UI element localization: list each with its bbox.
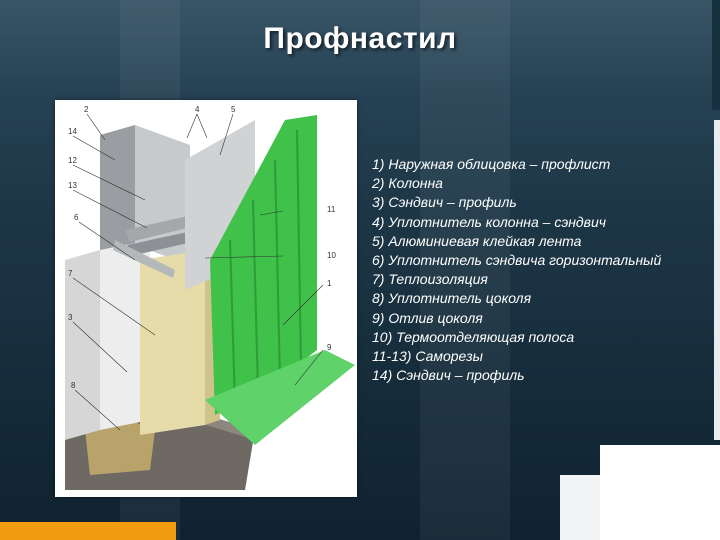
callout-label: 13 — [68, 181, 77, 190]
frame-rail — [113, 240, 175, 278]
column — [100, 125, 135, 255]
callout-label: 6 — [74, 213, 79, 222]
legend-item: 6) Уплотнитель сэндвича горизонтальный — [372, 252, 662, 269]
callout-label: 7 — [68, 269, 73, 278]
background-edge — [714, 120, 720, 440]
wall-diagram-svg: 2 4 5 14 12 13 6 11 10 7 1 3 9 8 — [65, 105, 355, 490]
legend-item: 8) Уплотнитель цоколя — [372, 290, 532, 307]
callout-label: 5 — [231, 105, 236, 114]
background-block — [560, 475, 600, 540]
legend-item: 5) Алюминиевая клейкая лента — [372, 232, 582, 249]
legend-item: 10) Термоотделяющая полоса — [372, 328, 575, 345]
legend-item: 1) Наружная облицовка – профлист — [372, 156, 611, 172]
profiled-sheet — [210, 115, 317, 415]
callout-label: 8 — [71, 381, 76, 390]
callout-label: 3 — [68, 313, 73, 322]
plinth-seal — [85, 418, 155, 475]
callout-label: 10 — [327, 251, 336, 260]
legend-item: 9) Отлив цоколя — [372, 309, 483, 326]
sheet-rib — [252, 199, 259, 393]
background-block — [600, 445, 720, 540]
accent-bar — [0, 522, 176, 540]
slide-title: Профнастил — [263, 22, 457, 55]
legend-item: 14) Сэндвич – профиль — [372, 367, 525, 384]
background-stripe — [420, 0, 510, 540]
callout-label: 4 — [195, 105, 200, 114]
base-drip — [205, 350, 355, 445]
sheet-rib — [296, 129, 302, 366]
legend-item: 7) Теплоизоляция — [372, 271, 488, 288]
callout-label: 12 — [68, 156, 77, 165]
callout-label: 14 — [68, 127, 77, 136]
sheet-rib — [274, 159, 281, 381]
sheet-rib — [229, 239, 236, 406]
wall-diagram: 2 4 5 14 12 13 6 11 10 7 1 3 9 8 — [55, 100, 357, 497]
sandwich-profile-face — [100, 240, 150, 430]
callout-lines — [72, 113, 324, 431]
callout-label: 9 — [327, 343, 332, 352]
legend-list: 1) Наружная облицовка – профлист 2) Коло… — [372, 155, 661, 385]
legend-item: 2) Колонна — [372, 175, 443, 192]
legend-item: 4) Уплотнитель колонна – сэндвич — [372, 213, 606, 230]
background-band — [0, 0, 720, 95]
legend-item: 3) Сэндвич – профиль — [372, 194, 517, 211]
legend-item: 11-13) Саморезы — [372, 348, 483, 365]
insulation — [140, 250, 205, 435]
callout-label: 1 — [327, 279, 332, 288]
callout-label: 11 — [327, 205, 336, 214]
sandwich-profile-side — [65, 250, 100, 440]
callout-label: 2 — [84, 105, 89, 114]
background-edge — [712, 0, 720, 110]
